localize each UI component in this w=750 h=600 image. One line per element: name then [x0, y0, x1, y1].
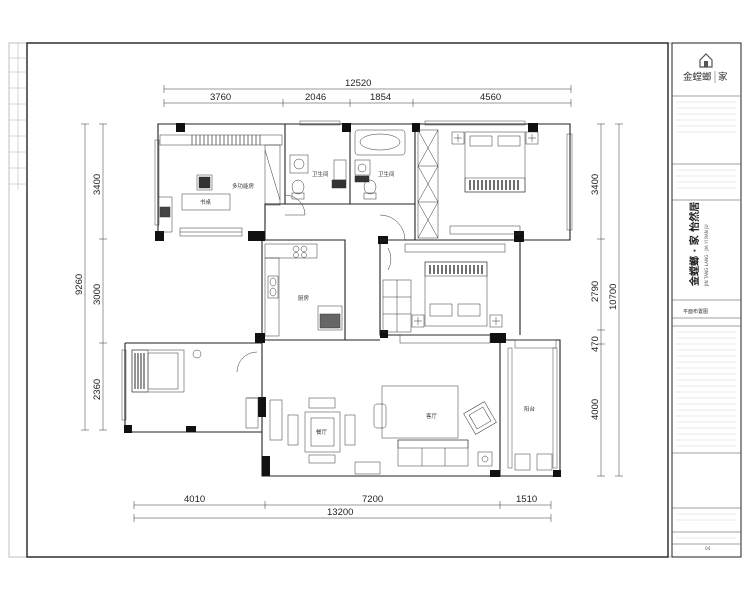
- dim-left-seg-3: 2360: [92, 379, 103, 400]
- room-label-dining: 餐厅: [316, 428, 328, 436]
- dim-right-seg-1: 3400: [590, 174, 601, 195]
- dining-furniture: [269, 397, 381, 475]
- dim-left-total: 9260: [74, 274, 85, 295]
- room-label-living: 客厅: [426, 412, 438, 420]
- dim-top-seg-3: 1854: [370, 92, 391, 103]
- binding-margin-marks: [9, 43, 27, 190]
- title-block: 金螳螂 家 金螳螂 · 家 怡然居 JIN TANG LANG · JIA YI…: [671, 42, 742, 558]
- logo-suffix: 家: [718, 71, 728, 83]
- dim-bottom-total: 13200: [327, 507, 353, 518]
- dimension-lines: [81, 85, 623, 522]
- dim-bottom-seg-3: 1510: [516, 494, 537, 505]
- kitchen-fixtures: [264, 243, 343, 337]
- room-label-bath2: 卫生间: [378, 170, 395, 178]
- bathroom-fixtures: [289, 129, 406, 200]
- dim-top-seg-2: 2046: [305, 92, 326, 103]
- dim-left-seg-1: 3400: [92, 174, 103, 195]
- logo-icon: [699, 53, 713, 68]
- sheet-outer-border: [8, 42, 742, 558]
- study-furniture: [157, 134, 283, 237]
- dim-right-total: 10700: [608, 284, 619, 310]
- room-label-balcony: 阳台: [524, 405, 536, 413]
- master-bed-stripes: [469, 180, 519, 190]
- second-bed-stripes: [429, 265, 483, 274]
- sheet-inner-border: [26, 42, 669, 558]
- wall-columns: [124, 123, 561, 477]
- dim-bottom-seg-2: 7200: [362, 494, 383, 505]
- dim-left-seg-2: 3000: [92, 284, 103, 305]
- logo-text: 金螳螂: [683, 71, 712, 83]
- page-number: 04: [705, 546, 711, 551]
- dim-top-seg-1: 3760: [210, 92, 231, 103]
- dim-bottom-seg-1: 4010: [184, 494, 205, 505]
- room-label-kitchen: 厨房: [298, 294, 310, 302]
- dim-top-seg-4: 4560: [480, 92, 501, 103]
- dim-right-seg-3: 470: [590, 336, 601, 352]
- room-label-bath1: 卫生间: [312, 170, 329, 178]
- dim-top-total: 12520: [345, 78, 371, 89]
- room-label-study: 多功能房: [232, 182, 255, 190]
- drawing-title: 平面布置图: [683, 308, 708, 315]
- project-pinyin: JIN TANG LANG · JIA YI RAN JU: [704, 224, 709, 287]
- master-bedroom-furniture: [417, 129, 539, 239]
- living-furniture: [373, 385, 553, 471]
- windows: [121, 120, 573, 469]
- room-label-desk: 书桌: [200, 198, 212, 206]
- left-room-furniture: [131, 349, 259, 429]
- walls: [124, 123, 571, 477]
- project-name: 金螳螂 · 家 怡然居: [688, 202, 701, 287]
- dim-right-seg-2: 2790: [590, 281, 601, 302]
- dim-right-seg-4: 4000: [590, 399, 601, 420]
- second-bedroom-furniture: [382, 243, 506, 344]
